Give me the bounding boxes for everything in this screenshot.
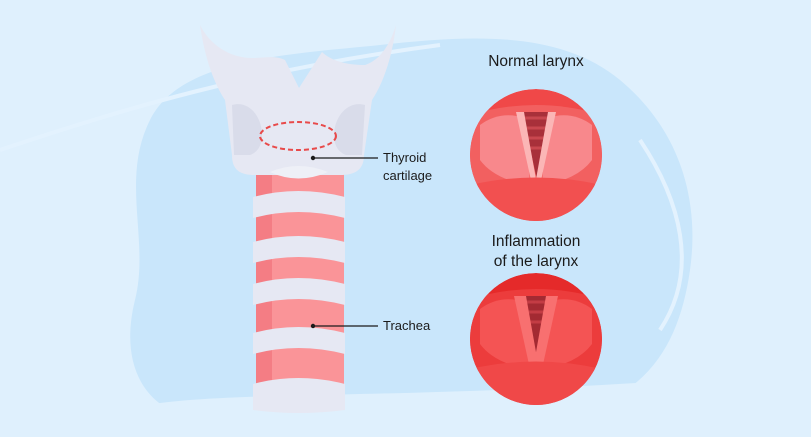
inflamed-larynx-title: Inflammation of the larynx: [436, 232, 636, 272]
thyroid-cartilage-label: Thyroid cartilage: [383, 149, 432, 185]
normal-larynx-title: Normal larynx: [488, 53, 584, 70]
inflamed-title-line2: of the larynx: [493, 253, 579, 270]
inflamed-title-line1: Inflammation: [491, 233, 581, 250]
trachea: [253, 165, 345, 413]
thyroid-label-line1: Thyroid: [383, 150, 427, 165]
thyroid-cartilage: [200, 25, 396, 179]
leader-lines: [313, 157, 378, 327]
background-blob: [130, 38, 693, 420]
trachea-label: Trachea: [383, 318, 431, 333]
dashed-marker: [259, 121, 337, 151]
inflamed-larynx-image: [470, 273, 602, 405]
normal-larynx-image: [470, 89, 602, 221]
thyroid-label-line2: cartilage: [383, 168, 433, 183]
